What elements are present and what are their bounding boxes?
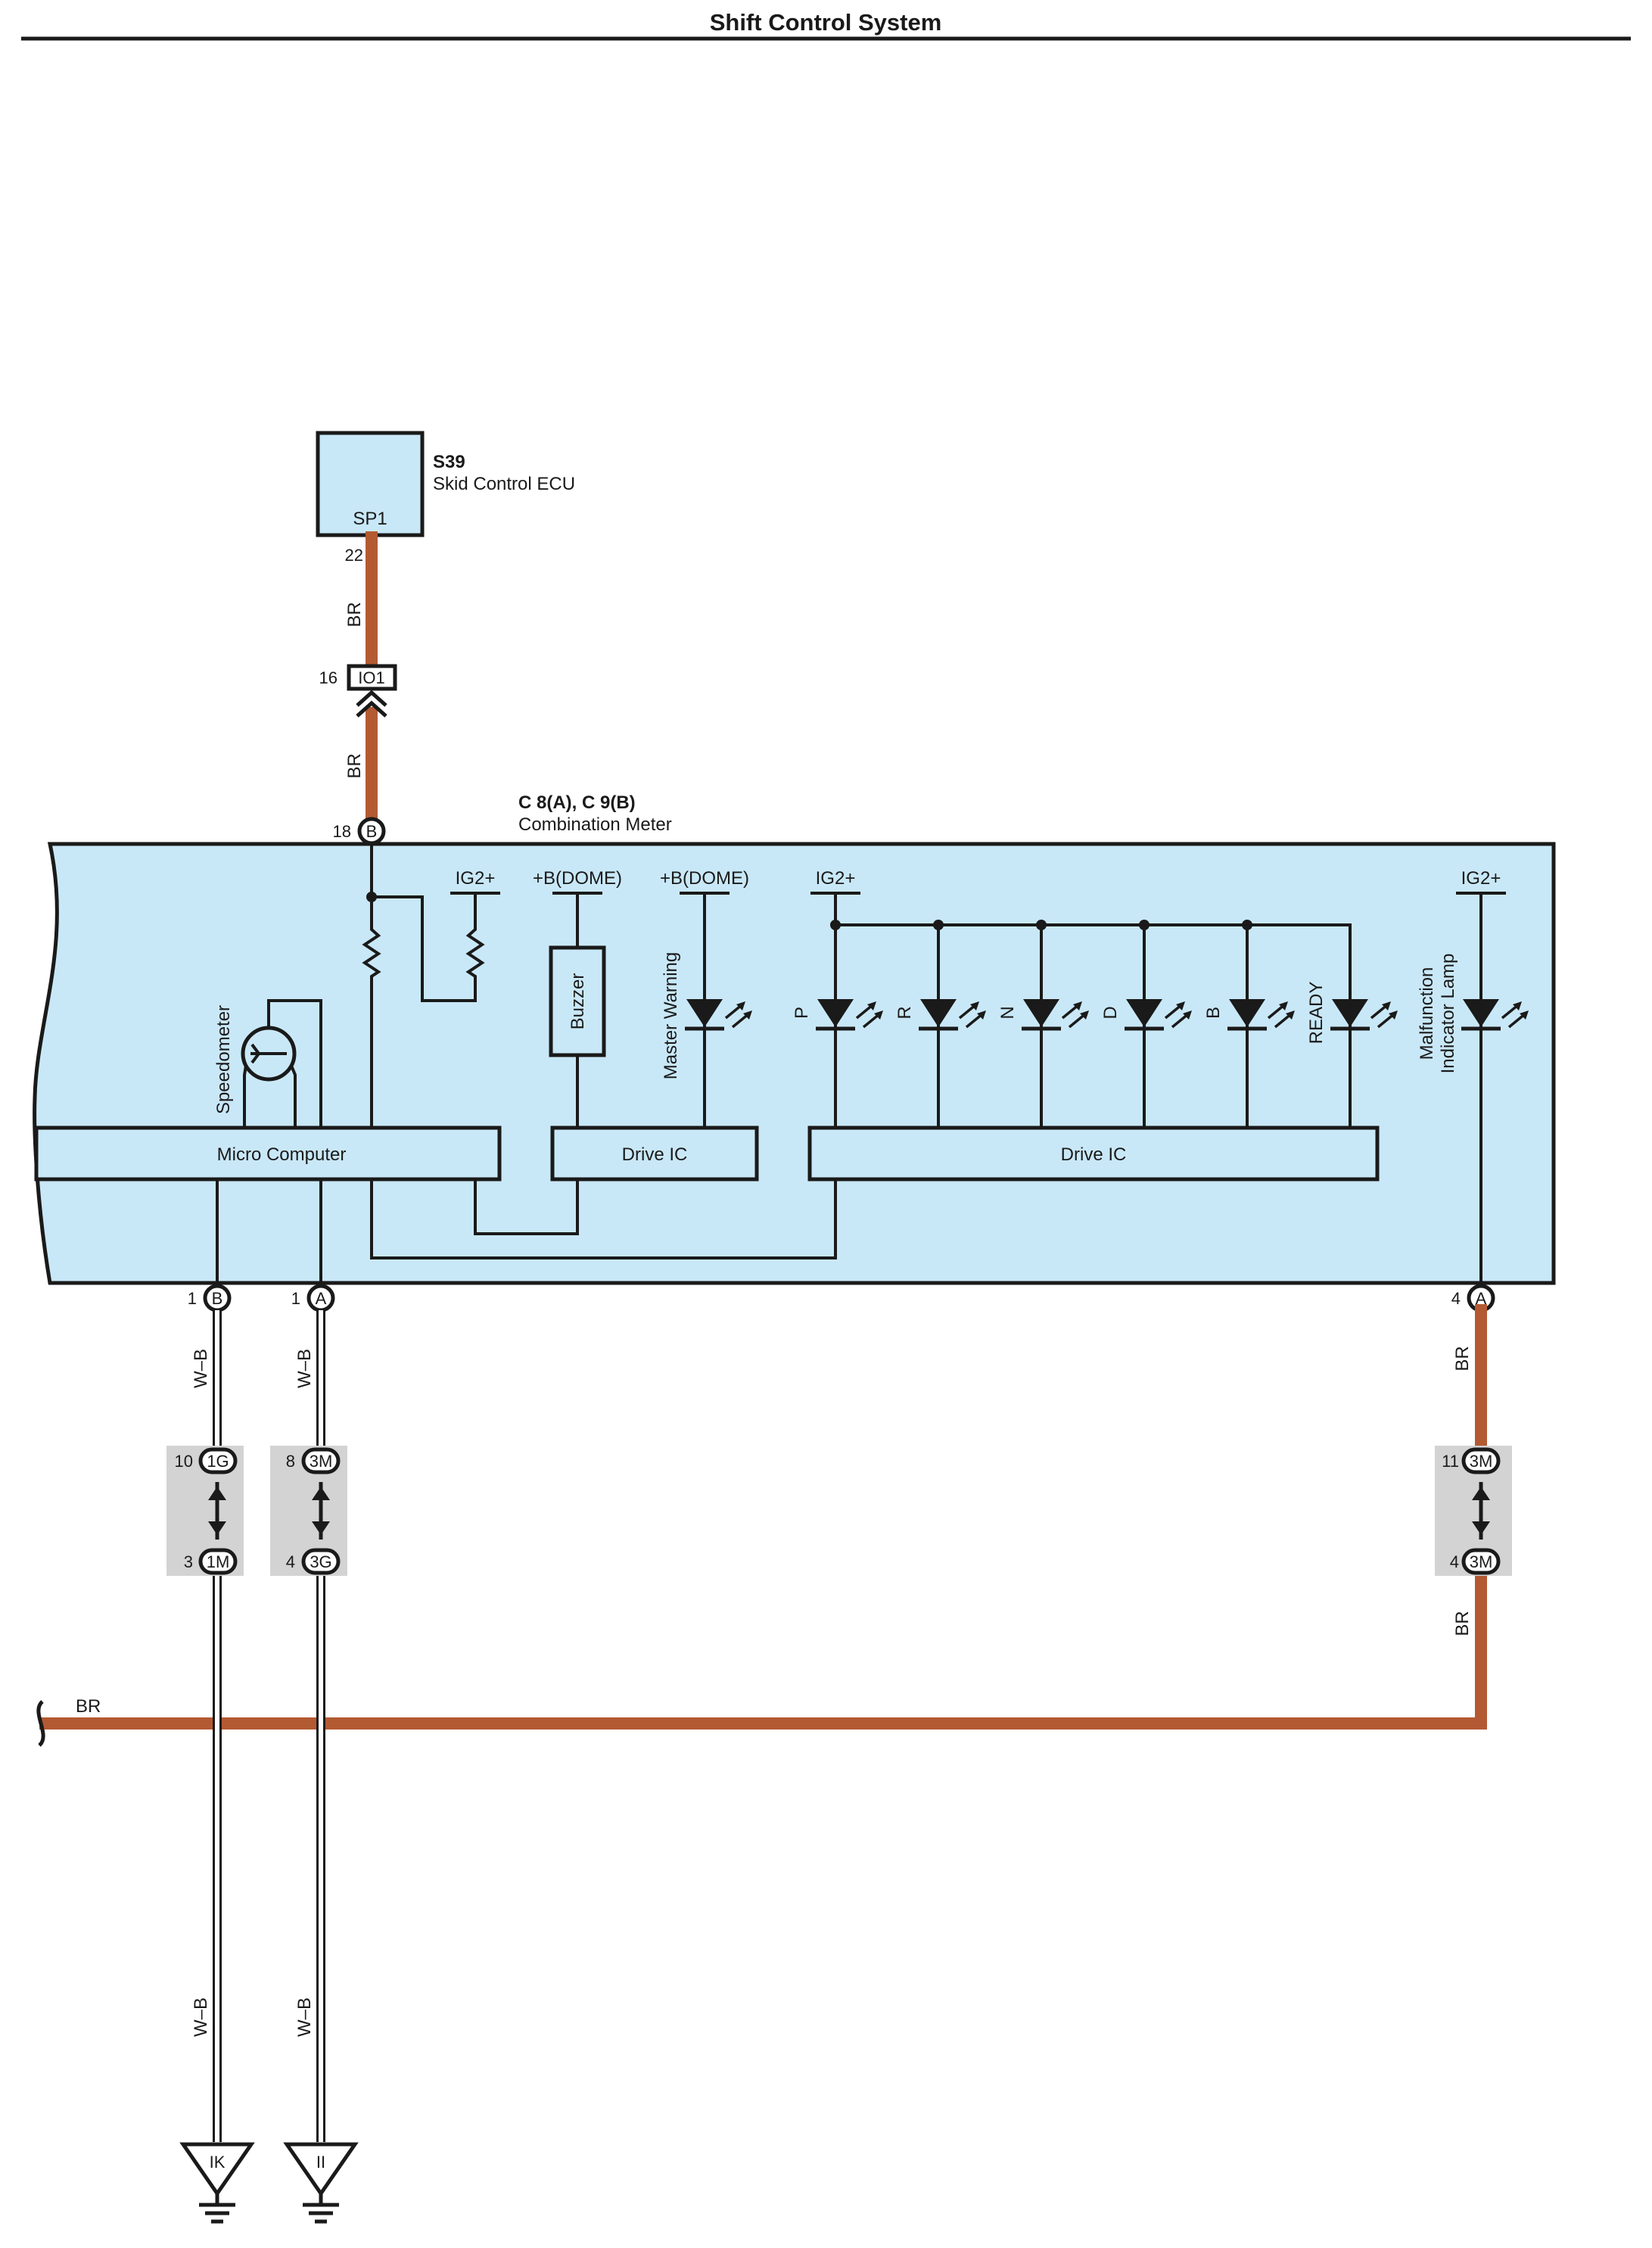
connector-1-bot: 1M — [207, 1552, 230, 1571]
wire-color-wb-2: W–B — [294, 1349, 315, 1388]
wire-color-wb-3: W–B — [191, 1997, 211, 2037]
lamp-label-r: R — [894, 1006, 915, 1019]
wire-color-br-3: BR — [1452, 1346, 1473, 1371]
malfunction-label-2: Indicator Lamp — [1438, 954, 1458, 1074]
pin-18-b-conn: B — [366, 822, 378, 841]
wire-color-br-1: BR — [344, 602, 365, 627]
connector-1-top: 1G — [207, 1452, 229, 1471]
malfunction-label-1: Malfunction — [1417, 967, 1437, 1060]
lamp-label-b: B — [1203, 1007, 1224, 1019]
io1-pin: 16 — [319, 668, 338, 687]
pin-4-a-conn: A — [1476, 1289, 1487, 1308]
line-to-resistor-2 — [372, 893, 485, 1002]
connector-2-top-oval — [301, 1447, 341, 1474]
resistor-1 — [362, 925, 381, 1128]
meter-code: C 8(A), C 9(B) — [518, 792, 636, 813]
speedometer-lead-3 — [267, 999, 322, 1128]
lamp-label-ready: READY — [1306, 982, 1327, 1045]
buzzer-label: Buzzer — [568, 973, 588, 1030]
io1-chevron-1 — [356, 690, 387, 707]
pin-18-b-num: 18 — [333, 822, 351, 841]
speedometer-label: Speedometer — [213, 1005, 234, 1114]
connector-2-bot: 3G — [310, 1552, 331, 1571]
link-micro-to-drive-ic-1 — [474, 1179, 579, 1235]
io1-label: IO1 — [358, 668, 384, 687]
page-title: Shift Control System — [710, 9, 942, 36]
master-warning-label: Master Warning — [661, 952, 681, 1080]
connector-1-bot-num: 3 — [184, 1552, 193, 1571]
pin-1-b-conn: B — [212, 1289, 223, 1308]
pin-1-a-conn: A — [316, 1289, 327, 1308]
speedometer-needle-2 — [250, 1043, 260, 1055]
ground-ik-label: IK — [210, 2153, 226, 2172]
skid-ecu-name: Skid Control ECU — [433, 474, 575, 494]
connector-3-bot: 3M — [1470, 1552, 1493, 1571]
ground-ii-label: II — [316, 2153, 325, 2172]
supply-ig2-3: IG2+ — [1461, 868, 1501, 889]
pin-1-b-num: 1 — [188, 1289, 197, 1308]
meter-name: Combination Meter — [518, 814, 672, 835]
connector-3-top: 3M — [1470, 1452, 1493, 1471]
drive-ic-2-label: Drive IC — [1061, 1144, 1127, 1165]
connector-2-bot-oval — [301, 1548, 341, 1575]
supply-ig2-2: IG2+ — [816, 868, 856, 889]
io1-junction-box — [347, 664, 397, 691]
lamp-label-n: N — [997, 1006, 1018, 1019]
connector-2-top: 3M — [310, 1452, 333, 1471]
bus-wire-color: BR — [76, 1696, 101, 1717]
connector-3-bot-oval — [1461, 1548, 1501, 1575]
br-bus-break-icon — [36, 1700, 45, 1747]
skid-ecu-terminal: SP1 — [353, 509, 387, 529]
drive-ic-1-box — [550, 1126, 759, 1182]
micro-computer-box — [34, 1126, 502, 1182]
wire-color-wb-1: W–B — [191, 1349, 211, 1388]
br-ground-bus — [39, 1304, 1487, 1730]
speedometer-lead-2 — [290, 1065, 297, 1128]
wire-color-br-4: BR — [1452, 1611, 1473, 1636]
lamp-label-p: P — [792, 1007, 812, 1019]
skid-ecu-pin: 22 — [345, 546, 363, 565]
connector-2-top-num: 8 — [286, 1452, 295, 1471]
pin-4-a-num: 4 — [1451, 1289, 1461, 1308]
drive-ic-2-box — [807, 1126, 1380, 1182]
pin-1-a-num: 1 — [291, 1289, 300, 1308]
drive-ic-1-label: Drive IC — [622, 1144, 688, 1165]
connector-3-top-num: 11 — [1442, 1452, 1459, 1471]
skid-ecu-code: S39 — [433, 452, 465, 472]
lamp-label-d: D — [1100, 1006, 1121, 1019]
link-micro-to-drive-ic-2 — [370, 1179, 837, 1259]
supply-dome-2: +B(DOME) — [660, 868, 749, 889]
connector-1-bot-oval — [198, 1548, 238, 1575]
wire-color-br-2: BR — [344, 753, 365, 778]
io1-chevron-2 — [356, 700, 387, 718]
speedometer-needle-3 — [250, 1052, 260, 1064]
connector-2-bot-num: 4 — [286, 1552, 295, 1571]
speedometer-lead-1 — [243, 1065, 247, 1128]
connector-3-bot-num: 4 — [1450, 1552, 1459, 1571]
connector-3-top-oval — [1461, 1447, 1501, 1474]
connector-1-top-num: 10 — [175, 1452, 193, 1471]
wire-color-wb-4: W–B — [294, 1997, 315, 2037]
supply-dome-1: +B(DOME) — [533, 868, 622, 889]
shift-lamp-bus — [834, 893, 1352, 999]
buzzer-box — [549, 945, 606, 1057]
supply-ig2-1: IG2+ — [456, 868, 496, 889]
connector-1-top-oval — [198, 1447, 238, 1474]
micro-computer-label: Micro Computer — [217, 1144, 347, 1165]
